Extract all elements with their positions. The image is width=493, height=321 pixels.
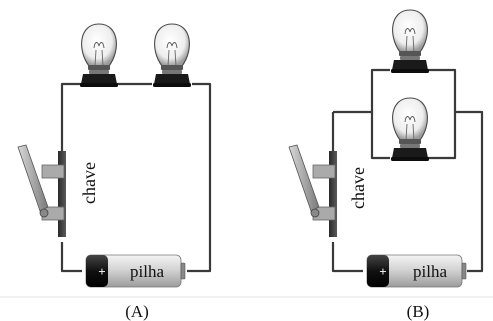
caption-a: (A) — [125, 302, 149, 321]
circuit-a: + pilha chave (A) — [17, 23, 212, 321]
knife-switch-icon — [288, 144, 338, 238]
battery-label: pilha — [130, 262, 164, 281]
switch-label: chave — [348, 167, 368, 209]
bulb-icon — [79, 23, 119, 88]
bulb-icon — [152, 23, 192, 88]
bulb-icon — [390, 97, 430, 162]
circuit-b: + pilha chave (B) — [288, 9, 484, 321]
knife-switch-icon — [17, 144, 67, 238]
battery-plus-sign: + — [98, 264, 105, 279]
circuit-b-wire — [331, 68, 484, 273]
bulb-icon — [390, 9, 430, 74]
switch-label: chave — [79, 162, 99, 204]
circuit-a-wire — [60, 82, 212, 273]
battery-label: pilha — [413, 262, 447, 281]
battery-plus-sign: + — [379, 264, 386, 279]
caption-b: (B) — [407, 302, 430, 321]
